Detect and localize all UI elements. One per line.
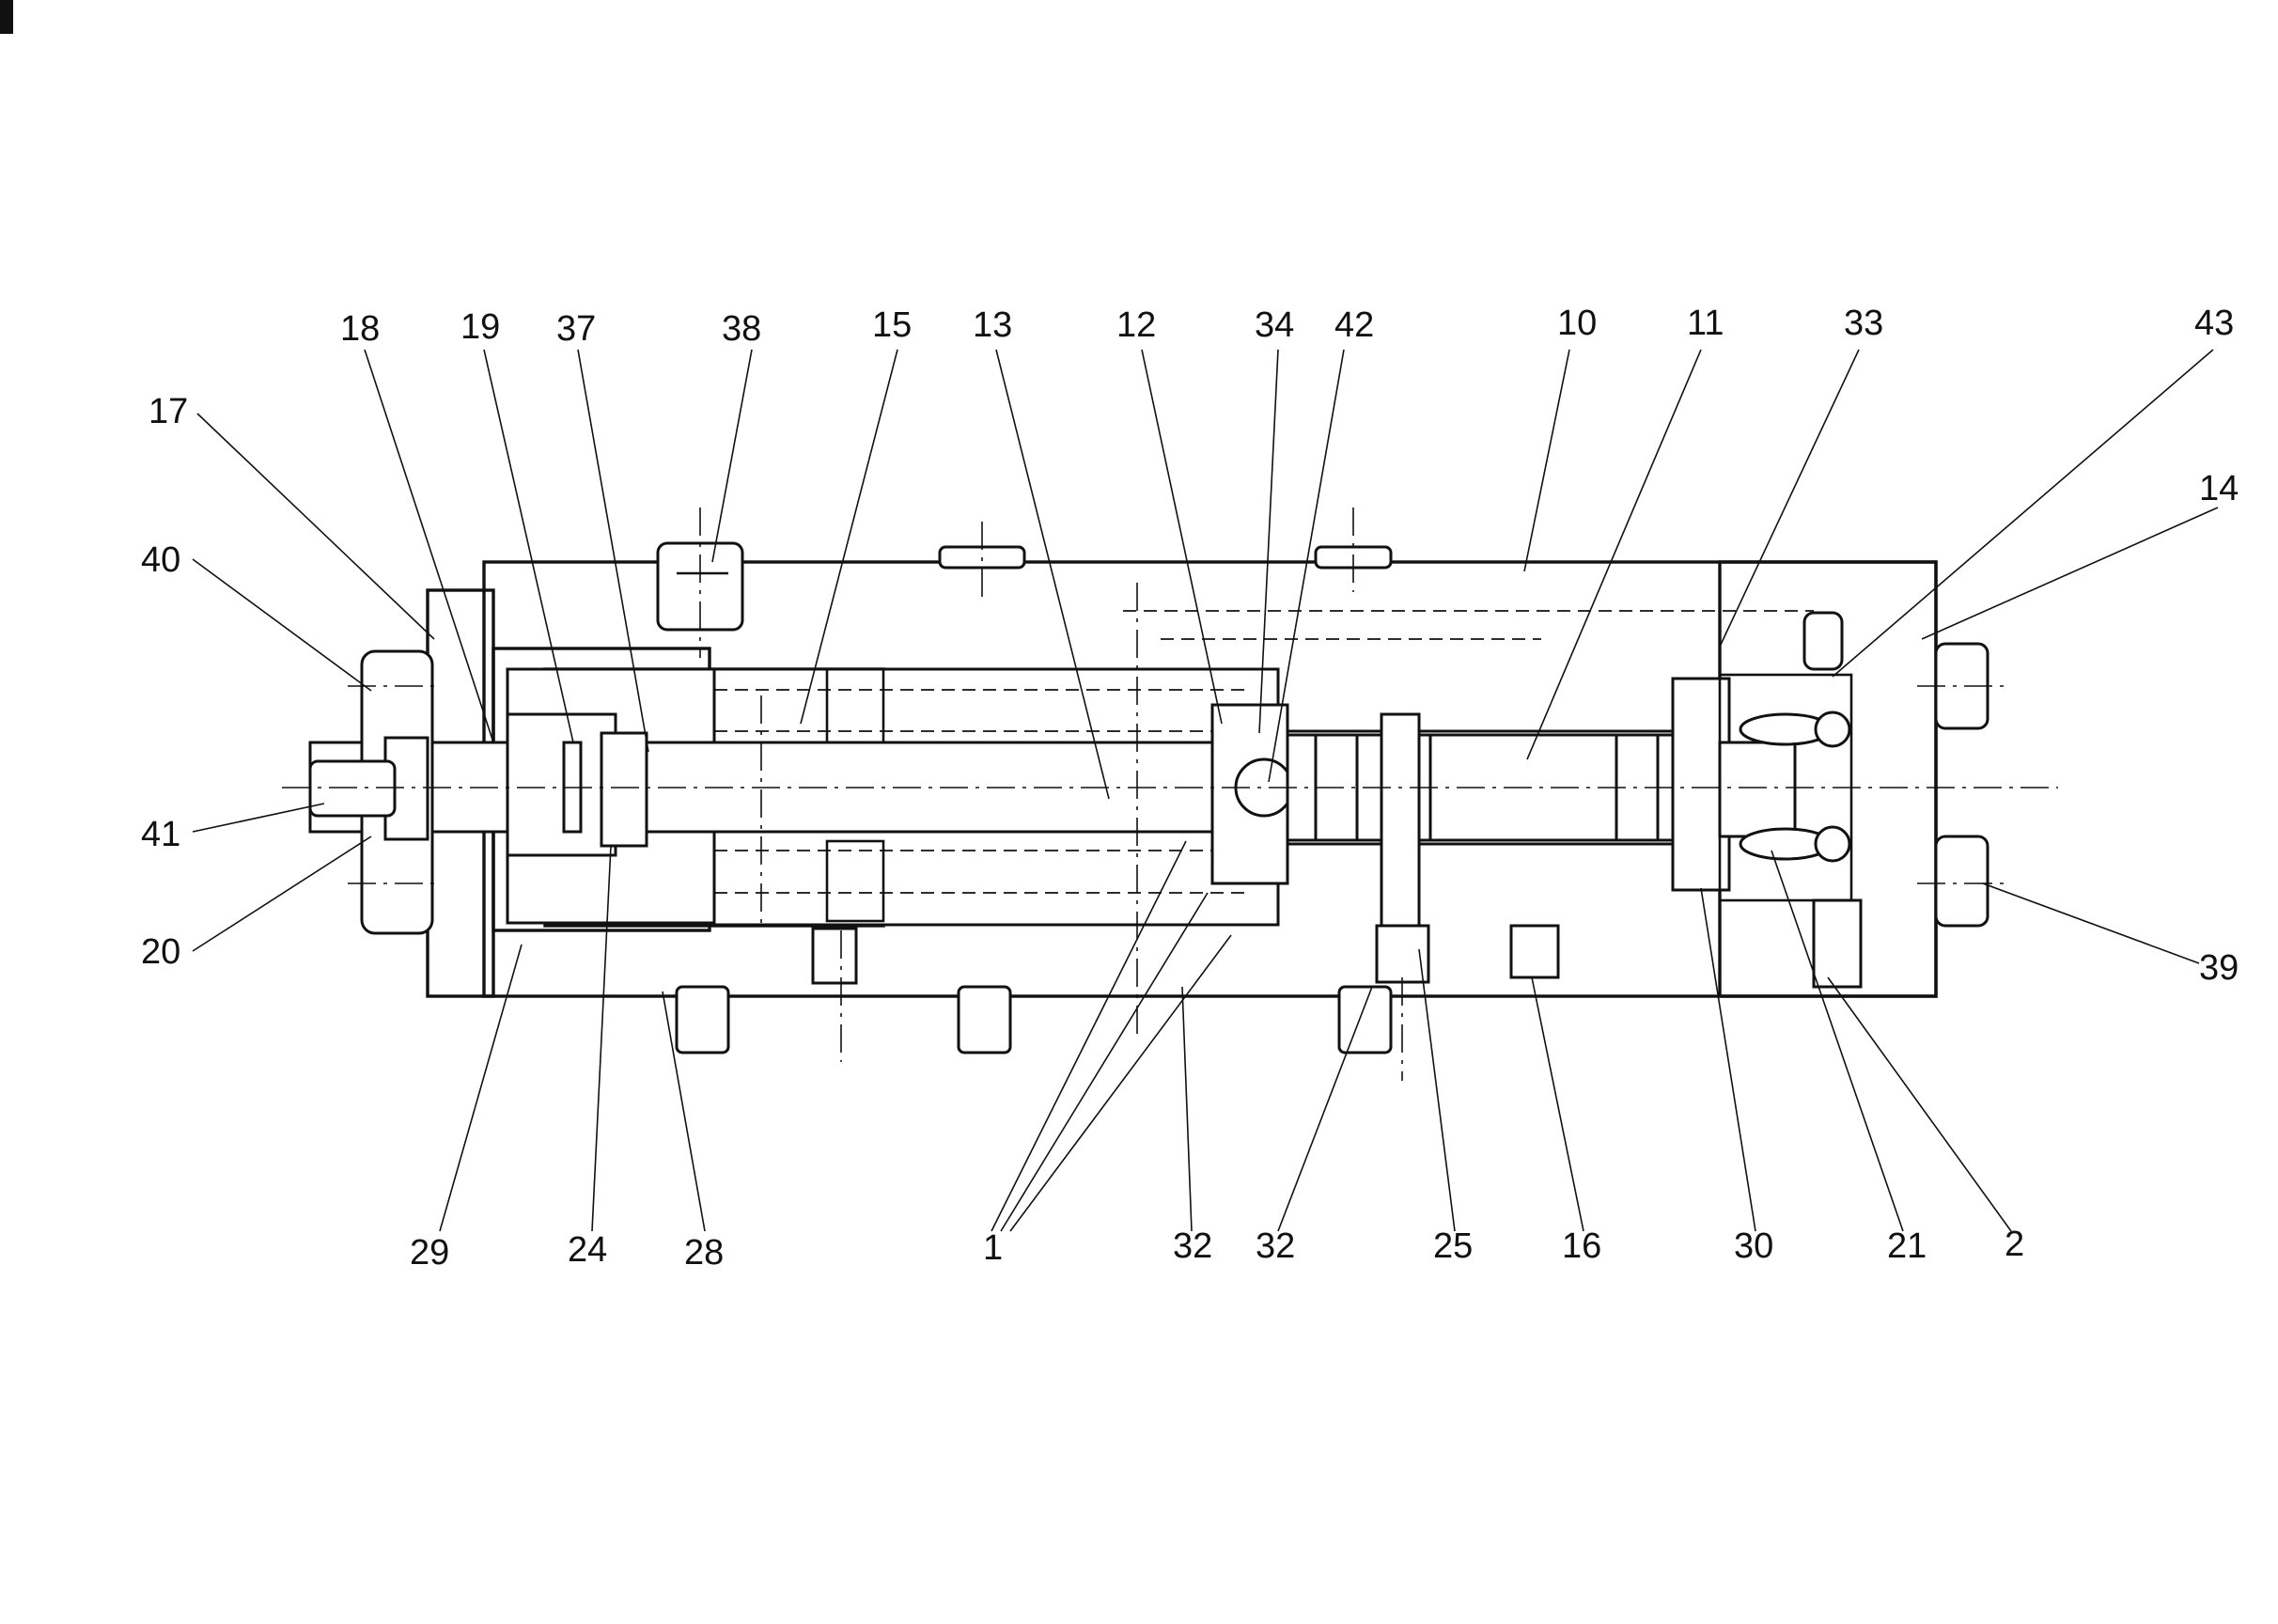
label-20: 20 [141,932,180,972]
leader-lines [192,349,2219,1232]
left-end-assembly [308,649,648,935]
label-19: 19 [460,307,500,347]
corner-mark [0,0,13,34]
label-33: 33 [1844,304,1883,343]
label-25: 25 [1433,1226,1473,1266]
label-41: 41 [141,815,180,854]
bottom-fittings [675,712,1863,1054]
label-12: 12 [1116,305,1156,345]
label-10: 10 [1557,304,1597,343]
right-end-assembly [1671,611,1853,902]
label-32-a: 32 [1173,1226,1212,1266]
label-21: 21 [1887,1226,1927,1266]
label-18: 18 [340,309,380,349]
label-13: 13 [973,305,1012,345]
centre-lines [282,508,2058,1081]
label-28: 28 [684,1233,724,1273]
part-labels: 18 19 37 38 15 13 12 34 42 10 11 33 43 1… [141,304,2239,1273]
label-17: 17 [148,392,188,431]
label-29: 29 [410,1233,449,1273]
label-39: 39 [2199,948,2239,988]
label-14: 14 [2199,469,2239,508]
label-42: 42 [1334,305,1374,345]
label-40: 40 [141,540,180,580]
label-24: 24 [568,1230,607,1270]
label-16: 16 [1562,1226,1601,1266]
label-38: 38 [722,309,761,349]
label-2: 2 [2005,1225,2024,1264]
label-1: 1 [983,1228,1003,1268]
label-34: 34 [1255,305,1294,345]
top-fittings [656,541,1393,632]
label-15: 15 [872,305,912,345]
label-37: 37 [556,309,596,349]
label-30: 30 [1734,1226,1773,1266]
label-43: 43 [2194,304,2234,343]
label-11: 11 [1687,304,1724,343]
label-32-b: 32 [1256,1226,1295,1266]
